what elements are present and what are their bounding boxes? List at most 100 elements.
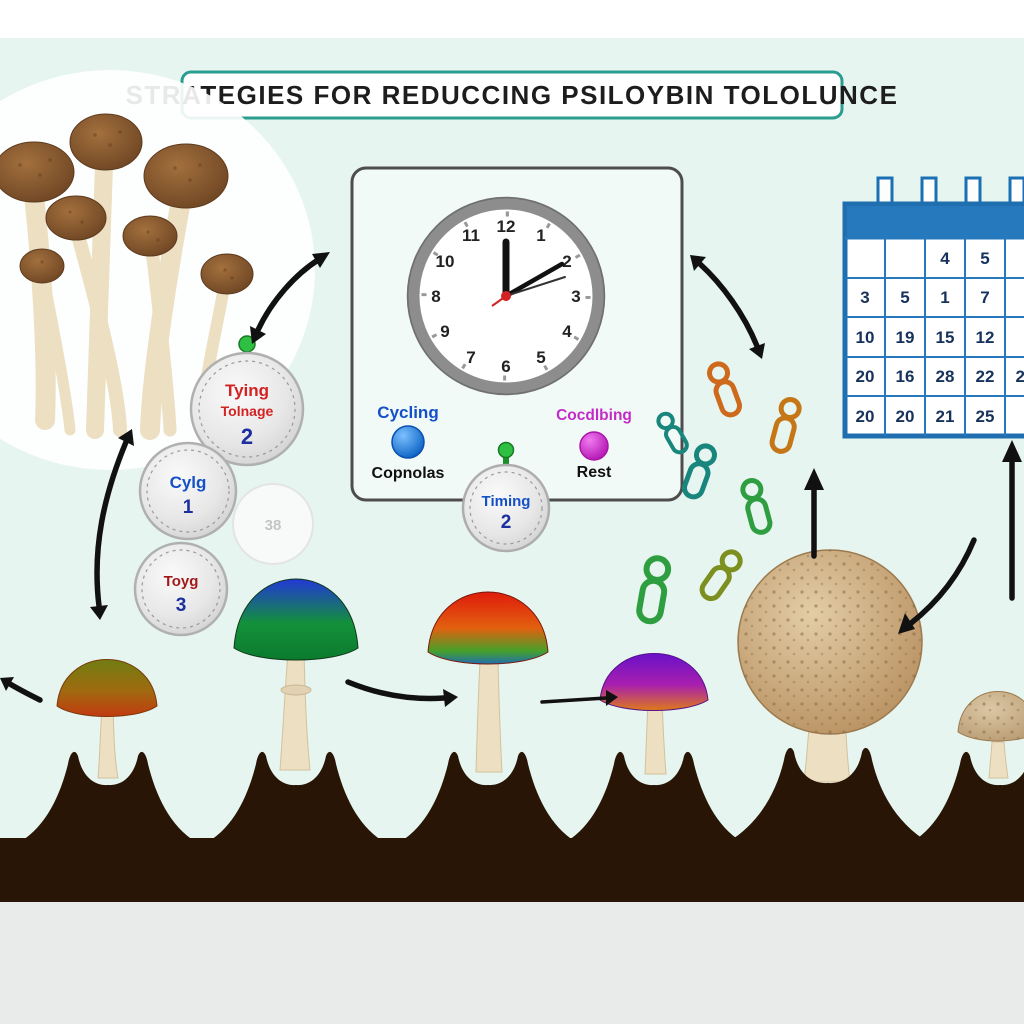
clock-number: 5: [536, 348, 545, 367]
coin3-value: 3: [176, 595, 187, 616]
coin3-line1: Toyg: [164, 573, 199, 590]
coin2-value: 1: [183, 497, 194, 518]
cooldown-item: Cocdlbing Rest: [556, 407, 632, 481]
stem: [475, 661, 503, 773]
calendar-cell: 12: [976, 328, 995, 347]
cycling-item: Cycling Copnolas: [372, 403, 445, 482]
clock-number: 12: [497, 217, 516, 236]
page-title: STRATEGIES FOR REDUCCING PSILOYBIN TOLOL…: [126, 80, 899, 110]
coin-face: [461, 463, 551, 553]
arrow-calendar-down: [898, 537, 977, 634]
calendar-cell: 5: [900, 288, 909, 307]
pin-stem: [503, 452, 509, 468]
wall-clock-icon: 12 1 2 3 4 5 6 7 8 9 10 11: [406, 196, 606, 396]
arrow-up-big-mushroom: [804, 468, 824, 559]
green-pin-icon: [497, 441, 515, 459]
calendar-cell: 20: [896, 407, 915, 426]
cycling-label: Cycling: [377, 403, 438, 422]
cooldown-sub-label: Rest: [577, 464, 612, 481]
pill-body: [232, 483, 314, 565]
clock-number: 7: [466, 348, 475, 367]
clock-hands: [502, 238, 566, 300]
stem: [644, 699, 667, 775]
clock-pivot: [501, 291, 511, 301]
clock-number: 3: [571, 287, 580, 306]
pedestal: [566, 751, 742, 842]
bottom-mushroom-row: [56, 549, 1024, 783]
chain-links: [636, 361, 802, 625]
coin-face: [189, 351, 305, 467]
link-icon: [656, 411, 689, 455]
calendar-icon: 4 5 3 5 1 7 10 19 15 12 20 16 28 22 26 2…: [842, 176, 1024, 439]
clock-number: 6: [501, 357, 510, 376]
strategy-panel: 12 1 2 3 4 5 6 7 8 9 10 11 Cycling Copno…: [350, 166, 684, 553]
arrow-left-edge: [0, 677, 43, 703]
clock-number: 4: [562, 322, 572, 341]
mushroom-big-tan: [737, 549, 923, 783]
coin-1-tolerance: Tying Tolnage 2: [189, 335, 305, 467]
calendar-cell: 4: [940, 249, 950, 268]
clock-number: 8: [431, 287, 440, 306]
calendar-cell: 1: [940, 288, 949, 307]
coin1-line2: Tolnage: [221, 403, 274, 419]
clock-number: 10: [436, 252, 455, 271]
cap: [233, 578, 359, 661]
arrow-cluster-down: [90, 429, 134, 620]
calendar-cell: 25: [976, 407, 995, 426]
clock-number: 2: [562, 252, 571, 271]
coin1-value: 2: [241, 424, 253, 449]
calendar-cell: 16: [896, 367, 915, 386]
arrow-panel-links: [690, 255, 765, 359]
cooldown-dot-icon: [579, 431, 609, 461]
timing-label: Timing: [482, 493, 531, 510]
calendar-cell: 22: [976, 367, 995, 386]
calendar-cell: 7: [980, 288, 989, 307]
clock-number: 9: [440, 322, 449, 341]
mushroom-purple: [599, 653, 709, 775]
stem-ring: [280, 684, 312, 696]
coin-ring: [146, 449, 230, 533]
link-icon: [636, 555, 672, 625]
coin-3-dose: Toyg 3: [133, 541, 229, 637]
cap: [56, 659, 158, 717]
coin-ring: [469, 471, 543, 545]
coin2-line1: Cylg: [170, 473, 207, 492]
pedestal: [912, 751, 1024, 842]
calendar-cell: 3: [860, 288, 869, 307]
calendar-cell: 26: [1016, 367, 1024, 386]
mushroom-blue-green: [233, 578, 359, 771]
title-banner: STRATEGIES FOR REDUCCING PSILOYBIN TOLOL…: [126, 70, 899, 120]
timing-coin: Timing 2: [461, 441, 551, 553]
coin1-line1: Tying: [225, 381, 269, 400]
mushroom-cluster-photo: [0, 70, 315, 470]
link-icon: [699, 549, 743, 602]
bottom-gray-strip: [0, 902, 1024, 1024]
arrow-coins-panel: [250, 252, 330, 344]
cluster-caps: [0, 113, 254, 295]
arrow-right-edge-up: [1002, 440, 1022, 601]
calendar-cell: 10: [856, 328, 875, 347]
cap-texture: [738, 550, 922, 734]
faint-pill: 38: [232, 483, 314, 565]
arrow-m3-m4: [540, 690, 618, 706]
pedestal: [20, 751, 196, 842]
link-icon: [740, 478, 773, 535]
mushroom-rainbow: [427, 591, 549, 773]
calendar-cell: 19: [896, 328, 915, 347]
timing-value: 2: [501, 512, 512, 533]
calendar-binder-tabs: [876, 176, 1024, 210]
clock-ticks: [421, 211, 591, 381]
cycling-dot-icon: [391, 425, 425, 459]
ground: [0, 747, 1024, 902]
link-icon: [769, 397, 802, 454]
flow-arrows: [0, 252, 1022, 707]
calendar-body: [842, 201, 1024, 439]
coin-face: [133, 541, 229, 637]
calendar-cell: 15: [936, 328, 955, 347]
coin-face: [138, 441, 238, 541]
calendar-numbers: 4 5 3 5 1 7 10 19 15 12 20 16 28 22 26 2…: [856, 249, 1024, 426]
link-icon: [707, 361, 742, 418]
pedestal: [208, 751, 384, 842]
